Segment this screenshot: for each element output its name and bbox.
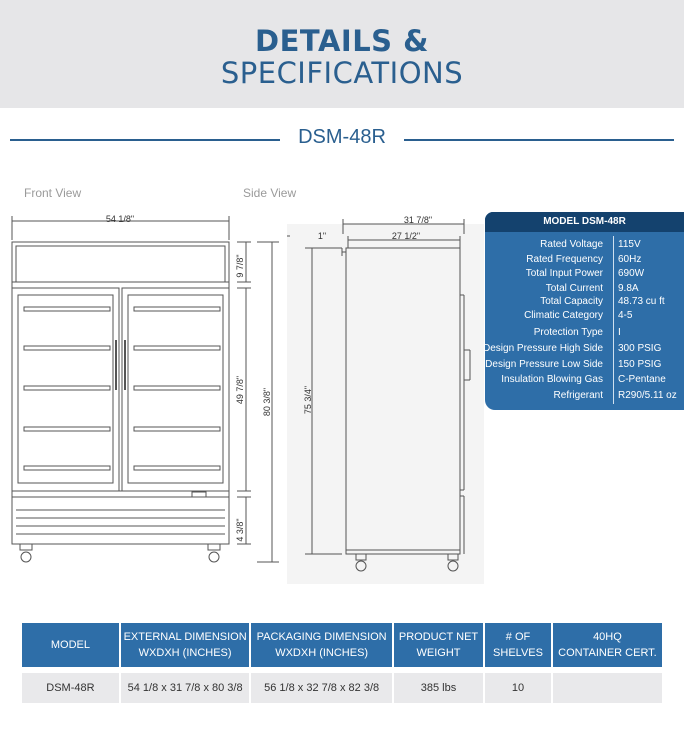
dim-side-depth-body: 27 1/2": [392, 231, 420, 241]
spec-row: Rated Frequency 60Hz: [485, 254, 684, 269]
spec-label: Design Pressure Low Side: [485, 359, 603, 370]
model-title: DSM-48R: [298, 126, 386, 148]
dim-side-height: 75 3/4": [303, 386, 313, 414]
spec-value: 690W: [618, 268, 645, 279]
spec-value: C-Pentane: [618, 374, 666, 385]
spec-row: Total Current 9.8A: [485, 283, 684, 298]
table-row: DSM-48R 54 1/8 x 31 7/8 x 80 3/8 56 1/8 …: [22, 673, 662, 703]
spec-label: Refrigerant: [553, 390, 603, 401]
spec-value: 300 PSIG: [618, 343, 662, 354]
spec-value: 150 PSIG: [618, 359, 662, 370]
spec-label: Total Capacity: [540, 296, 603, 307]
spec-label: Design Pressure High Side: [483, 343, 604, 354]
cell-model: DSM-48R: [22, 673, 119, 703]
spec-row: Design Pressure Low Side 150 PSIG: [485, 359, 684, 374]
spec-value: 9.8A: [618, 283, 639, 294]
cell-external-dim: 54 1/8 x 31 7/8 x 80 3/8: [120, 673, 250, 703]
spec-row: Total Input Power 690W: [485, 268, 684, 283]
spec-label: Rated Voltage: [540, 239, 603, 250]
cell-shelves: 10: [485, 673, 551, 703]
front-view-drawing: [11, 216, 279, 563]
spec-value: 4-5: [618, 310, 633, 321]
spec-row: Design Pressure High Side 300 PSIG: [483, 343, 684, 358]
spec-panel: [485, 212, 684, 410]
spec-value: 48.73 cu ft: [618, 296, 665, 307]
spec-row: Total Capacity 48.73 cu ft: [485, 296, 684, 311]
cell-net-weight: 385 lbs: [393, 673, 484, 703]
spec-value: I: [618, 327, 621, 338]
spec-row: Insulation Blowing Gas C-Pentane: [485, 374, 684, 389]
spec-panel-header: MODEL DSM-48R: [485, 212, 684, 232]
cell-packaging-dim: 56 1/8 x 32 7/8 x 82 3/8: [251, 673, 392, 703]
dim-top-section: 9 7/8": [235, 254, 245, 277]
spec-row: Climatic Category 4-5: [485, 310, 684, 325]
spec-label: Total Current: [545, 283, 603, 294]
page-title-line2: SPECIFICATIONS: [220, 56, 464, 90]
spec-value: 60Hz: [618, 254, 642, 265]
spec-label: Total Input Power: [525, 268, 603, 279]
spec-value: 115V: [618, 239, 641, 250]
spec-row: Refrigerant R290/5.11 oz: [485, 390, 684, 405]
spec-divider: [613, 236, 614, 404]
page-header: DETAILS & SPECIFICATIONS: [0, 0, 684, 108]
spec-label: Rated Frequency: [526, 254, 603, 265]
side-view-label: Side View: [243, 186, 297, 200]
side-view-drawing: [287, 219, 484, 584]
dim-front-width: 54 1/8": [106, 214, 134, 224]
title-rule-right: [404, 139, 674, 141]
technical-drawing: 54 1/8" 9 7/8" 49 7/8" 80 3/8" 4 3/8": [11, 214, 484, 584]
spec-row: Protection Type I: [485, 327, 684, 342]
dim-bottom-section: 4 3/8": [235, 518, 245, 541]
dim-door-height: 49 7/8": [235, 376, 245, 404]
title-rule-left: [10, 139, 280, 141]
front-view-label: Front View: [24, 186, 82, 200]
spec-label: Insulation Blowing Gas: [501, 374, 603, 385]
spec-label: Climatic Category: [524, 310, 603, 321]
col-header-model: MODEL: [22, 623, 119, 667]
dim-overall-height: 80 3/8": [262, 388, 272, 416]
page-title-line1: DETAILS &: [255, 24, 429, 58]
dim-side-depth-total: 31 7/8": [404, 215, 432, 225]
dim-side-offset: 1": [318, 231, 326, 241]
cell-container: [552, 673, 662, 703]
spec-value: R290/5.11 oz: [618, 390, 677, 401]
spec-label: Protection Type: [533, 327, 603, 338]
spec-row: Rated Voltage 115V: [485, 239, 684, 254]
